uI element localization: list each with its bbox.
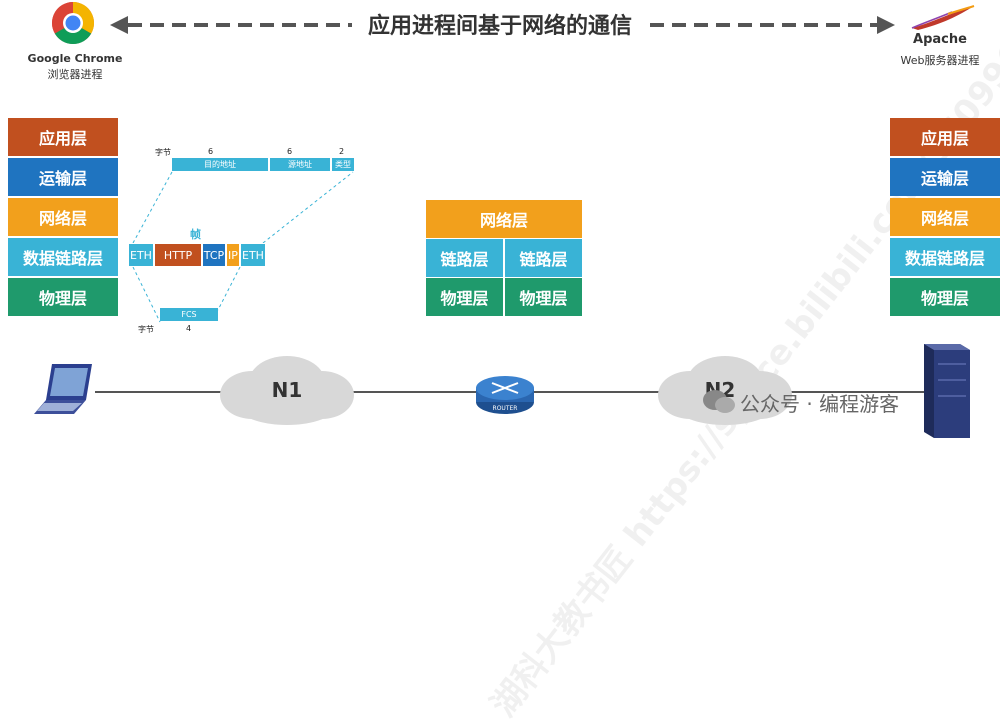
trailer-field-fcs: FCS [160, 308, 218, 321]
right-layer-datalink: 数据链路层 [890, 238, 1000, 276]
router-layer-network: 网络层 [426, 200, 582, 238]
right-layer-physical: 物理层 [890, 278, 1000, 316]
left-layer-network: 网络层 [8, 198, 118, 236]
frame-cell-http: HTTP [154, 243, 202, 267]
arrow-head-right [877, 16, 895, 34]
server-icon [924, 344, 970, 438]
arrow-head-left [110, 16, 128, 34]
header-field-dst: 目的地址 [172, 158, 268, 171]
header-byte-label: 字节 [155, 148, 171, 157]
header-size-dst: 6 [208, 147, 214, 156]
right-layer-application: 应用层 [890, 118, 1000, 156]
right-app-name: Apache [913, 32, 967, 47]
router-icon [476, 376, 534, 414]
cloud-n1 [220, 356, 354, 425]
router-layer-phys-right: 物理层 [505, 278, 582, 316]
right-layer-transport: 运输层 [890, 158, 1000, 196]
header-size-src: 6 [287, 147, 293, 156]
left-layer-transport: 运输层 [8, 158, 118, 196]
frame-cell-tcp: TCP [202, 243, 226, 267]
router-layer-phys-left: 物理层 [426, 278, 503, 316]
trailer-byte-label: 字节 [138, 325, 154, 334]
right-layer-network: 网络层 [890, 198, 1000, 236]
frame-cell-ip: IP [226, 243, 240, 267]
router-layer-link-left: 链路层 [426, 239, 503, 277]
router-layer-link-right: 链路层 [505, 239, 582, 277]
chrome-logo-icon [51, 1, 95, 45]
left-app-desc: 浏览器进程 [47, 68, 103, 81]
header-field-type: 类型 [332, 158, 354, 171]
left-app-name: Google Chrome [27, 52, 123, 65]
router-label: ROUTER [492, 405, 518, 412]
cloud-n1-label: N1 [271, 378, 303, 402]
wechat-icon [703, 390, 735, 413]
right-app-desc: Web服务器进程 [900, 54, 980, 67]
frame-cell-eth-header: ETH [128, 243, 154, 267]
frame-title: 帧 [190, 228, 201, 241]
apache-feather-icon [911, 5, 975, 30]
left-layer-datalink: 数据链路层 [8, 238, 118, 276]
laptop-icon [34, 364, 92, 414]
left-layer-physical: 物理层 [8, 278, 118, 316]
caption: 公众号 · 编程游客 [740, 392, 900, 416]
header-field-src: 源地址 [270, 158, 330, 171]
left-layer-application: 应用层 [8, 118, 118, 156]
header-size-type: 2 [339, 147, 345, 156]
frame-cell-eth-trailer: ETH [240, 243, 266, 267]
zoom-lines [132, 171, 354, 323]
trailer-size: 4 [186, 324, 192, 333]
diagram-title: 应用进程间基于网络的通信 [367, 14, 632, 39]
